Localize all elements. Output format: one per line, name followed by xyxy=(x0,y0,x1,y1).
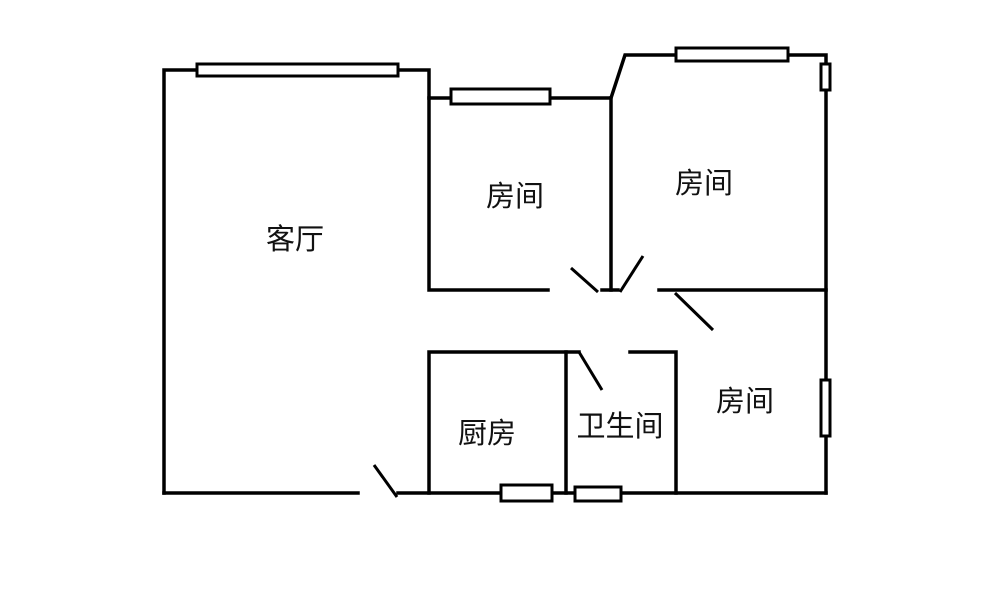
door-bedroom-1 xyxy=(570,266,599,294)
label-bedroom-2: 房间 xyxy=(675,166,733,200)
label-living-room: 客厅 xyxy=(266,222,324,256)
kitchen-wall xyxy=(427,350,581,495)
door-bedroom-2 xyxy=(618,255,645,293)
window-living-room xyxy=(195,62,400,78)
label-bathroom: 卫生间 xyxy=(576,409,663,443)
doors xyxy=(372,255,715,498)
label-kitchen: 厨房 xyxy=(458,416,516,450)
window-bedroom-2-side xyxy=(819,62,832,92)
window-kitchen xyxy=(499,483,554,503)
door-entrance xyxy=(372,464,399,498)
window-bedroom-3 xyxy=(819,378,832,438)
bedroom-1-wall xyxy=(427,96,550,292)
window-bathroom xyxy=(573,485,623,503)
door-bathroom xyxy=(577,351,604,391)
label-bedroom-1: 房间 xyxy=(486,179,544,213)
door-bedroom-3 xyxy=(673,291,715,332)
window-bedroom-2-top xyxy=(674,46,790,63)
windows xyxy=(195,46,832,503)
label-bedroom-3: 房间 xyxy=(716,384,774,418)
window-bedroom-1 xyxy=(449,87,552,106)
bathroom-wall xyxy=(628,350,678,495)
room-labels: 客厅 房间 房间 房间 厨房 卫生间 xyxy=(266,166,774,450)
